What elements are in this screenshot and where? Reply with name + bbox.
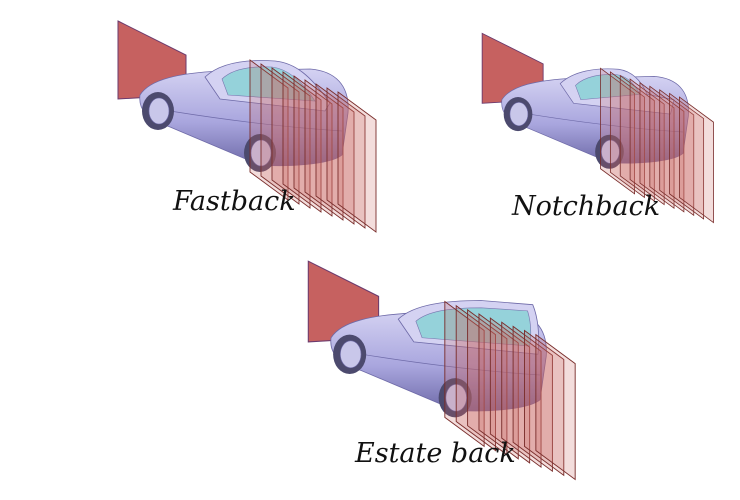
caption-fastback: Fastback <box>173 186 296 217</box>
front-wheel-rim <box>509 102 529 126</box>
wake-plane <box>467 308 508 456</box>
illustration-group <box>481 32 714 224</box>
wake-plane <box>669 92 705 220</box>
wake-plane <box>326 87 366 229</box>
caption-estate: Estate back <box>355 438 516 469</box>
wake-plane <box>282 71 322 213</box>
body-crease <box>362 353 541 376</box>
car-windows <box>221 66 316 102</box>
car-windows <box>575 74 641 101</box>
figure-estate <box>300 255 600 481</box>
wake-plane <box>629 78 665 206</box>
body-crease <box>169 110 343 132</box>
wake-plane <box>619 74 655 202</box>
car-fastback <box>117 20 377 233</box>
wake-plane <box>600 67 635 195</box>
wake-plane <box>478 313 519 460</box>
wake-plane <box>609 71 645 199</box>
front-wheel-rim <box>340 340 362 369</box>
wake-plane <box>649 85 685 213</box>
wake-plane <box>304 79 344 221</box>
caption-notchback: Notchback <box>512 191 661 222</box>
wake-plane <box>501 321 542 468</box>
wake-plane <box>639 81 675 210</box>
wake-plane <box>512 325 553 473</box>
wake-plane <box>337 91 377 233</box>
wake-plane <box>455 304 496 452</box>
wake-plane <box>315 83 355 225</box>
wake-plane <box>260 63 300 205</box>
wake-plane <box>524 329 565 477</box>
illustration-group <box>117 20 377 233</box>
front-wheel-rim <box>148 97 170 125</box>
car-notchback <box>481 32 714 224</box>
car-estate <box>307 260 576 481</box>
wake-plane <box>271 67 311 209</box>
wake-plane <box>679 96 714 224</box>
wake-plane <box>535 333 576 481</box>
figure-fastback <box>110 15 400 233</box>
illustration-group <box>307 260 576 481</box>
wake-plane <box>489 317 531 464</box>
figure-notchback <box>475 28 735 224</box>
wake-plane <box>659 89 695 217</box>
wake-plane <box>444 300 485 448</box>
wake-plane <box>249 59 289 201</box>
wake-plane <box>293 75 333 217</box>
